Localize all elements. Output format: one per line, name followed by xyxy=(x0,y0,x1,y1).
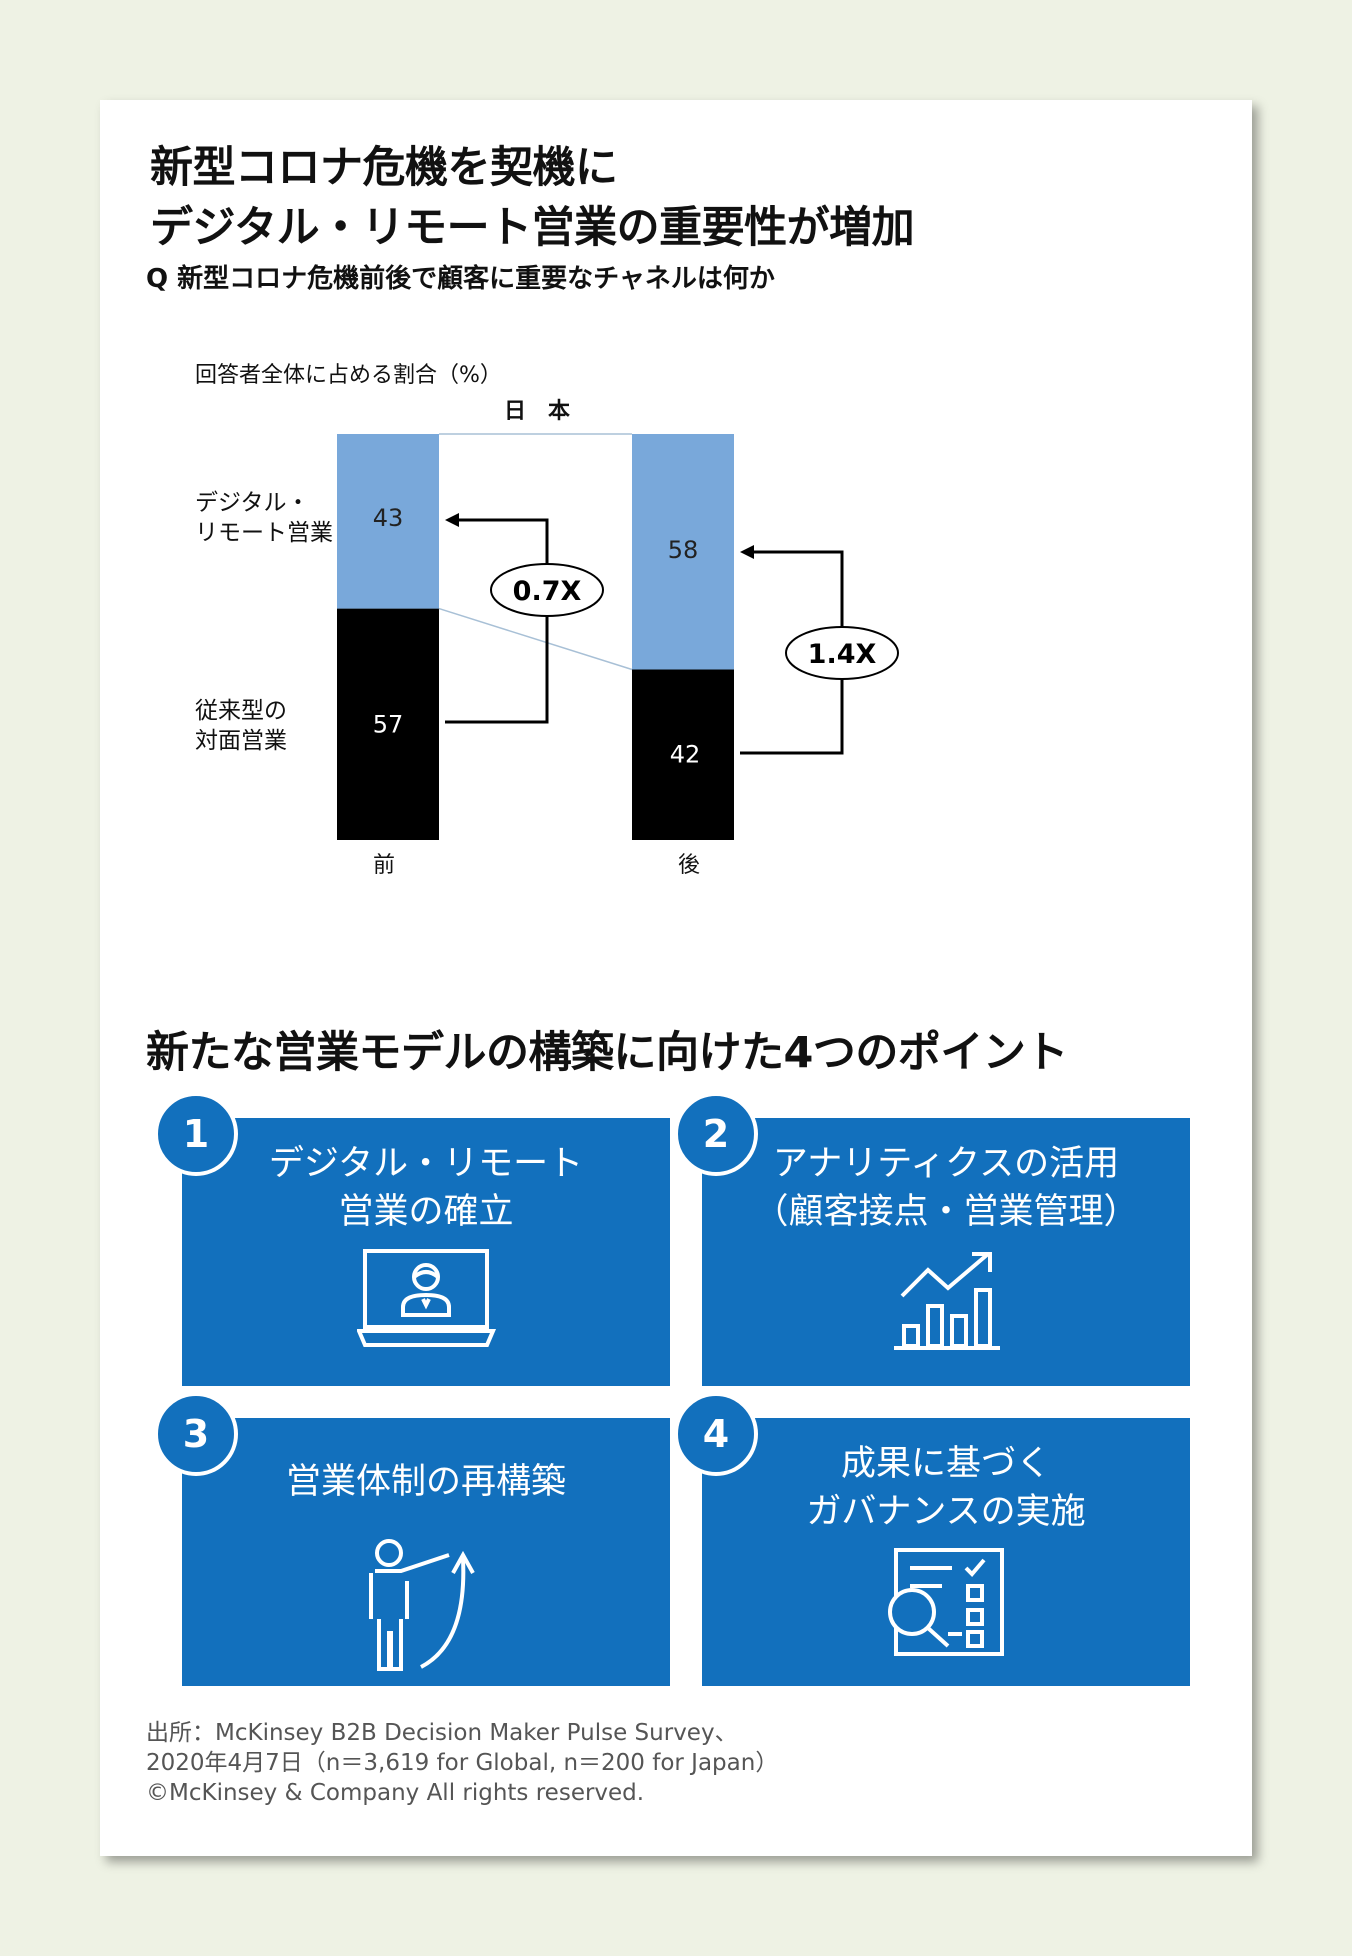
annotation-oval-1 xyxy=(785,626,899,680)
point-card-1: デジタル・リモート 営業の確立 xyxy=(182,1118,670,1386)
annotation-text-0: 0.7X xyxy=(513,576,582,607)
point-badge-4: 4 xyxy=(674,1392,758,1476)
x-tick-label-1: 後 xyxy=(678,853,700,878)
title-line-1: 新型コロナ危機を契機に xyxy=(150,143,618,193)
data-label-digital-1: 58 xyxy=(668,536,699,564)
connector-middle xyxy=(438,607,633,671)
point-card-4: 成果に基づく ガバナンスの実施 xyxy=(702,1418,1190,1686)
group-label: 日 本 xyxy=(504,399,570,424)
stacked-bar-chart: 回答者全体に占める割合（%）日 本 57 43 前 42 58 後 デジタル・リモート営業従来… xyxy=(195,363,899,878)
presenter-icon xyxy=(369,1539,475,1671)
data-label-traditional-1: 42 xyxy=(670,741,701,769)
legend-traditional-line-0: 従来型の xyxy=(195,698,287,724)
point-card-3: 営業体制の再構築 xyxy=(182,1418,670,1686)
source-note: 出所：McKinsey B2B Decision Maker Pulse Sur… xyxy=(146,1720,779,1806)
arrow-head-1 xyxy=(740,545,754,559)
annotation-text-1: 1.4X xyxy=(808,639,877,670)
main-title: 新型コロナ危機を契機に デジタル・リモート営業の重要性が増加 xyxy=(150,138,915,258)
point-1-label: デジタル・リモート 営業の確立 xyxy=(268,1144,584,1232)
point-4-label: 成果に基づく ガバナンスの実施 xyxy=(806,1444,1086,1532)
laptop-person-icon xyxy=(357,1249,497,1347)
y-axis-label: 回答者全体に占める割合（%） xyxy=(195,363,502,388)
point-badge-3: 3 xyxy=(154,1392,238,1476)
title-line-2: デジタル・リモート営業の重要性が増加 xyxy=(150,203,915,253)
bar-segment-traditional-0 xyxy=(337,608,439,840)
point-badge-1: 1 xyxy=(154,1092,238,1176)
data-label-traditional-0: 57 xyxy=(373,710,404,738)
growth-chart-icon xyxy=(894,1252,1000,1350)
bar-segment-digital-1 xyxy=(632,434,734,670)
question-text: Q 新型コロナ危機前後で顧客に重要なチャネルは何か xyxy=(146,264,775,294)
point-card-2: アナリティクスの活用 （顧客接点・営業管理） xyxy=(702,1118,1190,1386)
point-3-label: 営業体制の再構築 xyxy=(285,1462,566,1502)
checklist-magnifier-icon xyxy=(888,1548,1004,1656)
bar-segment-traditional-1 xyxy=(632,669,734,840)
legend-digital-line-1: リモート営業 xyxy=(195,520,333,546)
arrow-head-0 xyxy=(445,513,459,527)
data-label-digital-0: 43 xyxy=(373,504,404,532)
bar-segment-digital-0 xyxy=(337,434,439,609)
infographic-card: 新型コロナ危機を契機に デジタル・リモート営業の重要性が増加 Q 新型コロナ危機… xyxy=(100,100,1252,1856)
arrow-line-0 xyxy=(445,518,549,724)
legend-traditional-line-1: 対面営業 xyxy=(195,728,287,754)
point-2-label: アナリティクスの活用 （顧客接点・営業管理） xyxy=(753,1144,1139,1232)
legend-digital-line-0: デジタル・ xyxy=(195,490,310,516)
x-tick-label-0: 前 xyxy=(373,853,395,878)
point-badge-2: 2 xyxy=(674,1092,758,1176)
annotation-oval-0 xyxy=(490,563,604,617)
section-title: 新たな営業モデルの構築に向けた4つのポイント xyxy=(146,1028,1068,1078)
